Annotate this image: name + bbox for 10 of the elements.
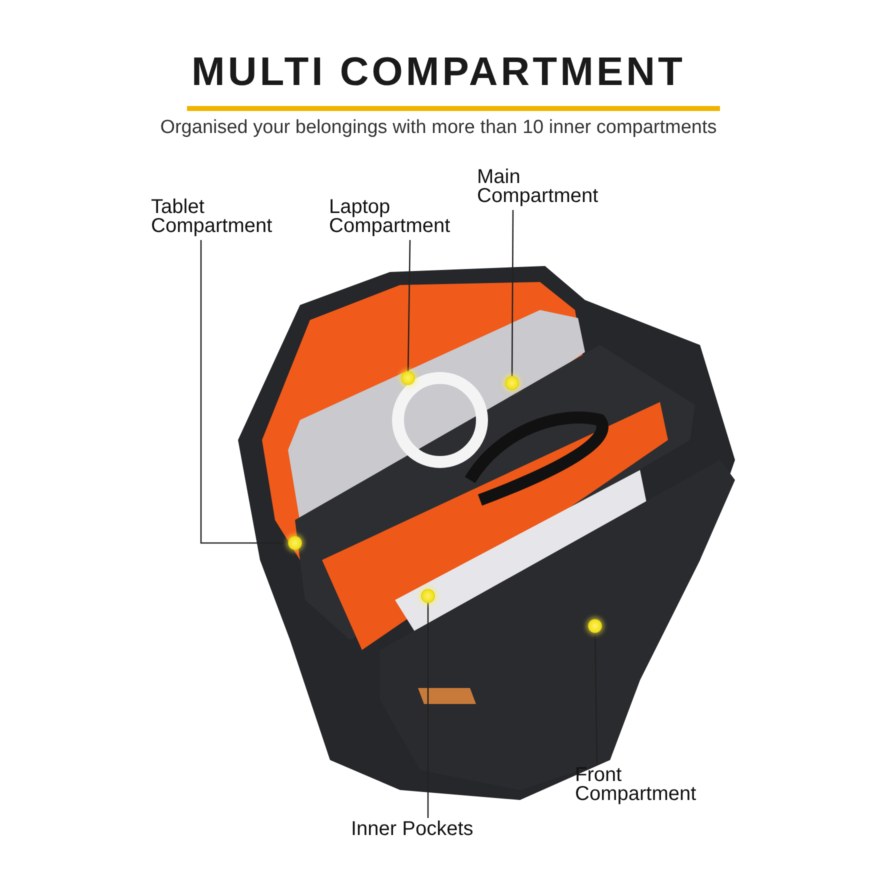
title: MULTI COMPARTMENT xyxy=(190,50,686,95)
leader-line xyxy=(200,240,288,544)
callout-label: Main Compartment xyxy=(477,168,607,206)
callout-label: Tablet Compartment xyxy=(151,198,281,236)
leader-line xyxy=(427,603,429,818)
callout-label: Inner Pockets xyxy=(351,820,481,839)
leader-line xyxy=(407,240,411,372)
callout-label: Laptop Compartment xyxy=(329,198,459,236)
subtitle: Organised your belongings with more than 10 inner compartments xyxy=(159,117,718,139)
leader-line xyxy=(511,210,514,376)
